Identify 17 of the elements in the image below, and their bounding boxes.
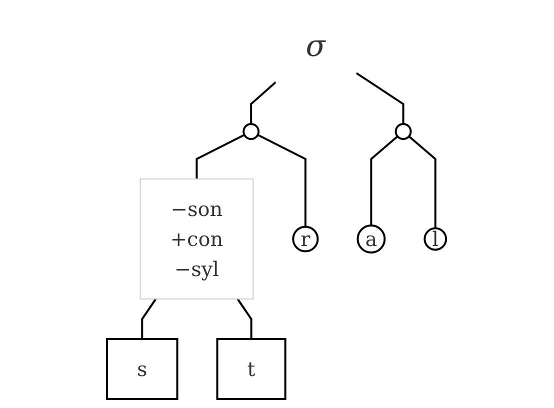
connector [250,81,277,124]
node-circle: r [292,226,320,252]
connector [142,298,158,339]
connector [258,134,307,227]
node-circle [395,123,412,140]
node-text: σ [306,29,327,64]
node-circle: a [357,224,386,254]
connector [408,136,437,228]
node-box: t [216,338,287,400]
connector [196,134,246,179]
node-circle [243,123,260,140]
node-box: s [106,338,179,400]
node-circle: l [424,227,448,251]
node-box: −son +con −syl [140,178,254,300]
connector [237,298,253,339]
connector [370,136,399,226]
connector [356,72,405,124]
